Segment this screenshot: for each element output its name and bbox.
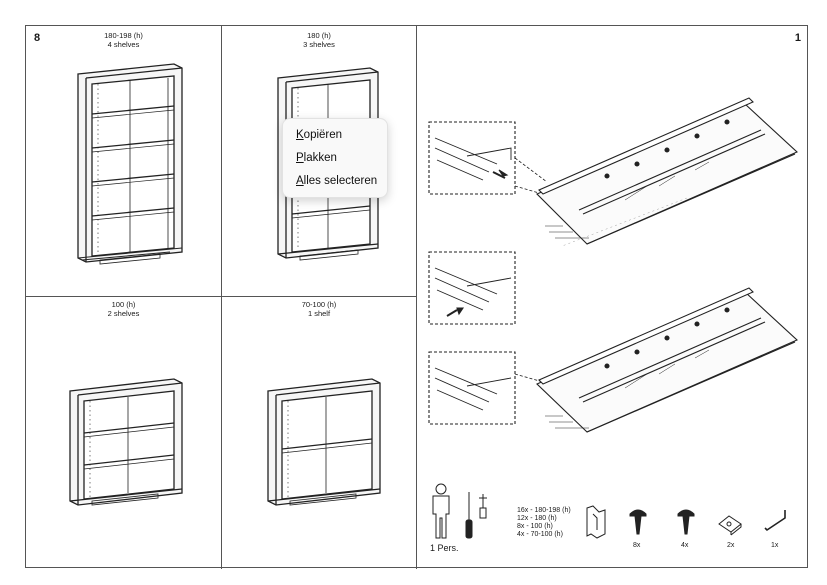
base-assembly-lower — [428, 251, 798, 433]
screw-icon — [677, 509, 695, 535]
panel-height-label: 180 (h) — [307, 31, 331, 40]
clip-icon — [586, 505, 606, 539]
assembly-step-1: 1 — [417, 26, 809, 569]
panel-title: 180 (h) 3 shelves — [222, 31, 416, 49]
context-menu: Kopiëren Plakken Alles selecteren — [282, 118, 388, 198]
panel-title: 100 (h) 2 shelves — [26, 300, 221, 318]
menu-item-mnemonic: A — [296, 175, 304, 187]
allen-key-icon — [764, 510, 786, 532]
panel-title: 70-100 (h) 1 shelf — [222, 300, 416, 318]
allen-key-qty: 1x — [771, 542, 779, 549]
panel-shelves-label: 3 shelves — [303, 39, 335, 49]
screw-icon — [629, 509, 647, 535]
cabinet-illustration — [77, 63, 183, 265]
cabinet-illustration — [69, 378, 183, 506]
panel-height-label: 180-198 (h) — [104, 31, 143, 40]
page-number-right: 1 — [794, 32, 801, 44]
screwdriver-icon — [465, 492, 487, 539]
panel-height-label: 70-100 (h) — [301, 300, 337, 309]
clip-count: 12x - 180 (h) — [517, 515, 557, 522]
clip-count: 16x - 180-198 (h) — [517, 507, 571, 514]
panel-shelves-label: 4 shelves — [107, 39, 140, 49]
menu-item-label: lles selecteren — [303, 175, 378, 187]
panel-shelves-label: 2 shelves — [107, 308, 140, 318]
menu-item-mnemonic: P — [296, 152, 304, 164]
panel-2-shelves: 100 (h) 2 shelves — [26, 297, 222, 569]
bracket-qty: 2x — [727, 542, 735, 549]
panel-title: 180-198 (h) 4 shelves — [26, 31, 221, 49]
cabinet-illustration — [267, 378, 381, 506]
menu-item-label: lakken — [303, 152, 337, 164]
menu-item-label: opiëren — [303, 129, 343, 141]
instruction-sheet: 8 180-198 (h) 4 shelves 180 (h) — [25, 25, 809, 569]
menu-item-select-all[interactable]: Alles selecteren — [283, 170, 387, 193]
menu-item-paste[interactable]: Plakken — [283, 147, 387, 170]
base-assembly-upper — [428, 97, 798, 246]
bracket-icon — [718, 515, 742, 536]
panel-1-shelf: 70-100 (h) 1 shelf — [222, 297, 417, 569]
panel-shelves-label: 1 shelf — [307, 308, 331, 318]
clip-count: 8x - 100 (h) — [517, 523, 553, 530]
panel-4-shelves: 8 180-198 (h) 4 shelves — [26, 26, 222, 297]
persons-label: 1 Pers. — [430, 543, 459, 553]
clip-count: 4x - 70-100 (h) — [517, 531, 563, 538]
panel-height-label: 100 (h) — [111, 300, 136, 309]
menu-item-mnemonic: K — [296, 129, 304, 141]
page-number-left: 8 — [34, 32, 41, 44]
clip-count-list: 16x - 180-198 (h) 12x - 180 (h) 8x - 100… — [517, 507, 571, 539]
screw-small-qty: 4x — [681, 542, 689, 549]
menu-item-copy[interactable]: Kopiëren — [283, 124, 387, 147]
person-icon — [432, 483, 450, 539]
screw-large-qty: 8x — [633, 542, 641, 549]
